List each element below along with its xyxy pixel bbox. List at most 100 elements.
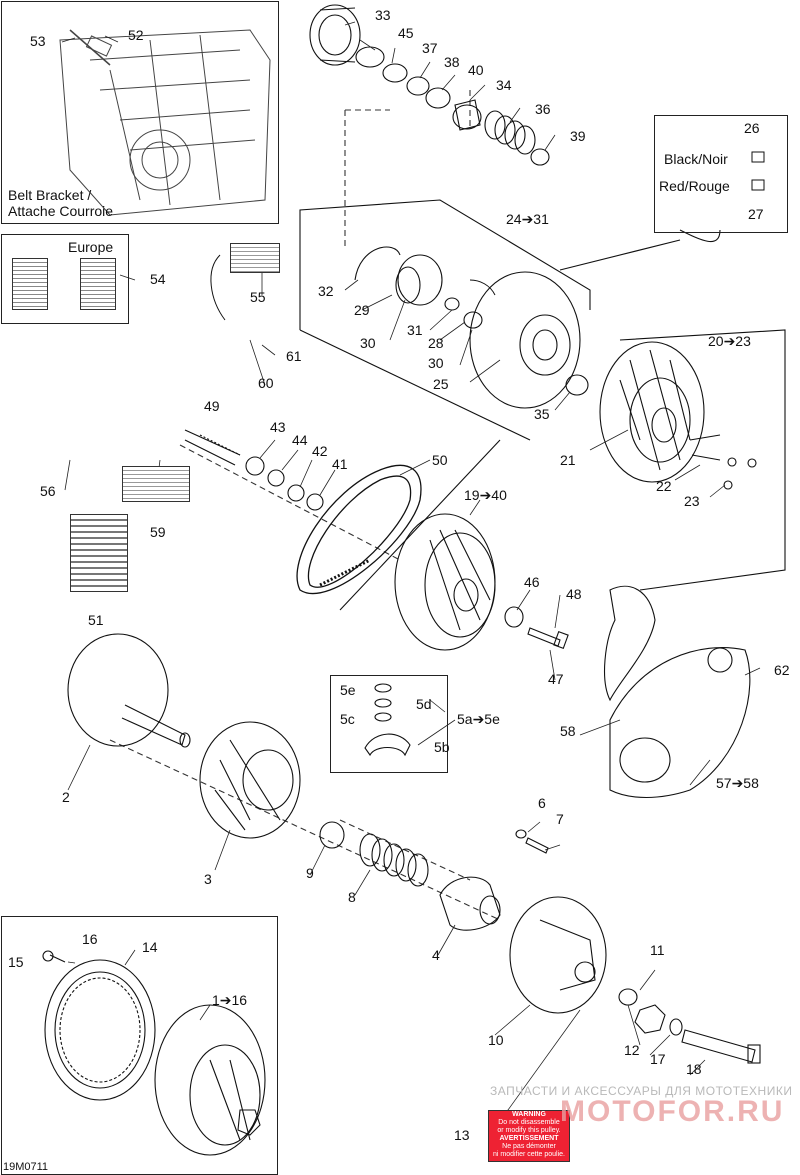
belt-bracket-inset [1, 1, 279, 224]
belt-bracket-label: Belt Bracket / [8, 187, 92, 203]
callout-37: 37 [422, 40, 438, 56]
callout-35: 35 [534, 406, 550, 422]
callout-21: 21 [560, 452, 576, 468]
callout-49: 49 [204, 398, 220, 414]
ring-gear-inset [1, 916, 278, 1175]
callout-11: 11 [650, 942, 665, 958]
part-50-belt [296, 464, 422, 595]
callout-45: 45 [398, 25, 414, 41]
callout-46: 46 [524, 574, 540, 590]
callout-23: 23 [684, 493, 700, 509]
callout-6: 6 [538, 795, 546, 811]
callout-27: 27 [748, 206, 764, 222]
europe-label: Europe [68, 239, 114, 255]
callout-53: 53 [30, 33, 46, 49]
decal-right [80, 258, 116, 310]
callout-33: 33 [375, 7, 391, 23]
callout-13: 13 [454, 1127, 470, 1143]
callout-32: 32 [318, 283, 334, 299]
callout-8: 8 [348, 889, 356, 905]
callout-5d: 5d [416, 696, 432, 712]
warning-line-2: Do not disassemble [498, 1119, 560, 1126]
callout-15: 15 [8, 954, 24, 970]
watermark-logo: MOTOFOR.RU [560, 1095, 785, 1128]
warning-decal: WARNING Do not disassemble or modify thi… [488, 1110, 570, 1162]
callout-12: 12 [624, 1042, 640, 1058]
red-label: Red/Rouge [659, 178, 730, 194]
part-5-kit-box [330, 675, 448, 773]
black-label: Black/Noir [664, 151, 728, 167]
part-57-cover [609, 647, 751, 799]
callout-56: 56 [40, 483, 56, 499]
callout-10: 10 [488, 1032, 504, 1048]
callout-19: 19➔40 [464, 487, 507, 503]
callout-14: 14 [142, 939, 158, 955]
warning-line-6: ni modifier cette poulie. [493, 1151, 565, 1158]
callout-39: 39 [570, 128, 586, 144]
callout-18: 18 [686, 1061, 702, 1077]
callout-61: 61 [286, 348, 302, 364]
part-8-spring [359, 833, 429, 887]
decal-51 [70, 514, 128, 592]
part-2-sheave [67, 633, 191, 748]
callout-55: 55 [250, 289, 266, 305]
callout-9: 9 [306, 865, 314, 881]
callout-29: 29 [354, 302, 370, 318]
callout-26: 26 [744, 120, 760, 136]
callout-2: 2 [62, 789, 70, 805]
watermark-text: ЗАПЧАСТИ И АКСЕССУАРЫ ДЛЯ МОТОТЕХНИКИ [490, 1084, 793, 1098]
callout-41: 41 [332, 456, 348, 472]
figure-id: 19M0711 [3, 1161, 49, 1173]
callout-4: 4 [432, 947, 440, 963]
callout-3: 3 [204, 871, 212, 887]
callout-58: 58 [560, 723, 576, 739]
callout-62: 62 [774, 662, 790, 678]
callout-43: 43 [270, 419, 286, 435]
callout-5b: 5b [434, 739, 450, 755]
callout-28: 28 [428, 335, 444, 351]
callout-42: 42 [312, 443, 328, 459]
part-21-pulley [599, 341, 705, 483]
callout-7: 7 [556, 811, 564, 827]
callout-52: 52 [128, 27, 144, 43]
callout-48: 48 [566, 586, 582, 602]
callout-36: 36 [535, 101, 551, 117]
callout-17: 17 [650, 1051, 666, 1067]
callout-24: 24➔31 [506, 211, 549, 227]
callout-30b: 30 [428, 355, 444, 371]
callout-40: 40 [468, 62, 484, 78]
callout-30a: 30 [360, 335, 376, 351]
callout-5a: 5a➔5e [457, 711, 500, 727]
callout-44: 44 [292, 432, 308, 448]
callout-1: 1➔16 [212, 992, 248, 1008]
part-14-ring-gear [44, 959, 156, 1101]
callout-57: 57➔58 [716, 775, 759, 791]
decal-europe-box [1, 234, 129, 324]
part-33-housing [309, 4, 361, 66]
frame-sketch [59, 29, 271, 216]
callout-47: 47 [548, 671, 564, 687]
callout-5e: 5e [340, 682, 356, 698]
callout-16: 16 [82, 931, 98, 947]
part-36-spring [484, 110, 536, 155]
callout-38: 38 [444, 54, 460, 70]
callout-54: 54 [150, 271, 166, 287]
callout-51: 51 [88, 612, 104, 628]
part-19-pulley [394, 513, 496, 651]
callout-50: 50 [432, 452, 448, 468]
connector-legend-box [654, 115, 788, 233]
callout-22: 22 [656, 478, 672, 494]
part-25-sheave [469, 271, 581, 409]
decal-59 [122, 466, 190, 502]
callout-31: 31 [407, 322, 423, 338]
callout-60: 60 [258, 375, 274, 391]
callout-20: 20➔23 [708, 333, 751, 349]
decal-55 [230, 243, 280, 273]
part-10-cover [509, 896, 607, 1014]
callout-5c: 5c [340, 711, 355, 727]
callout-59: 59 [150, 524, 166, 540]
warning-line-4: AVERTISSEMENT [499, 1135, 559, 1142]
decal-left [12, 258, 48, 310]
